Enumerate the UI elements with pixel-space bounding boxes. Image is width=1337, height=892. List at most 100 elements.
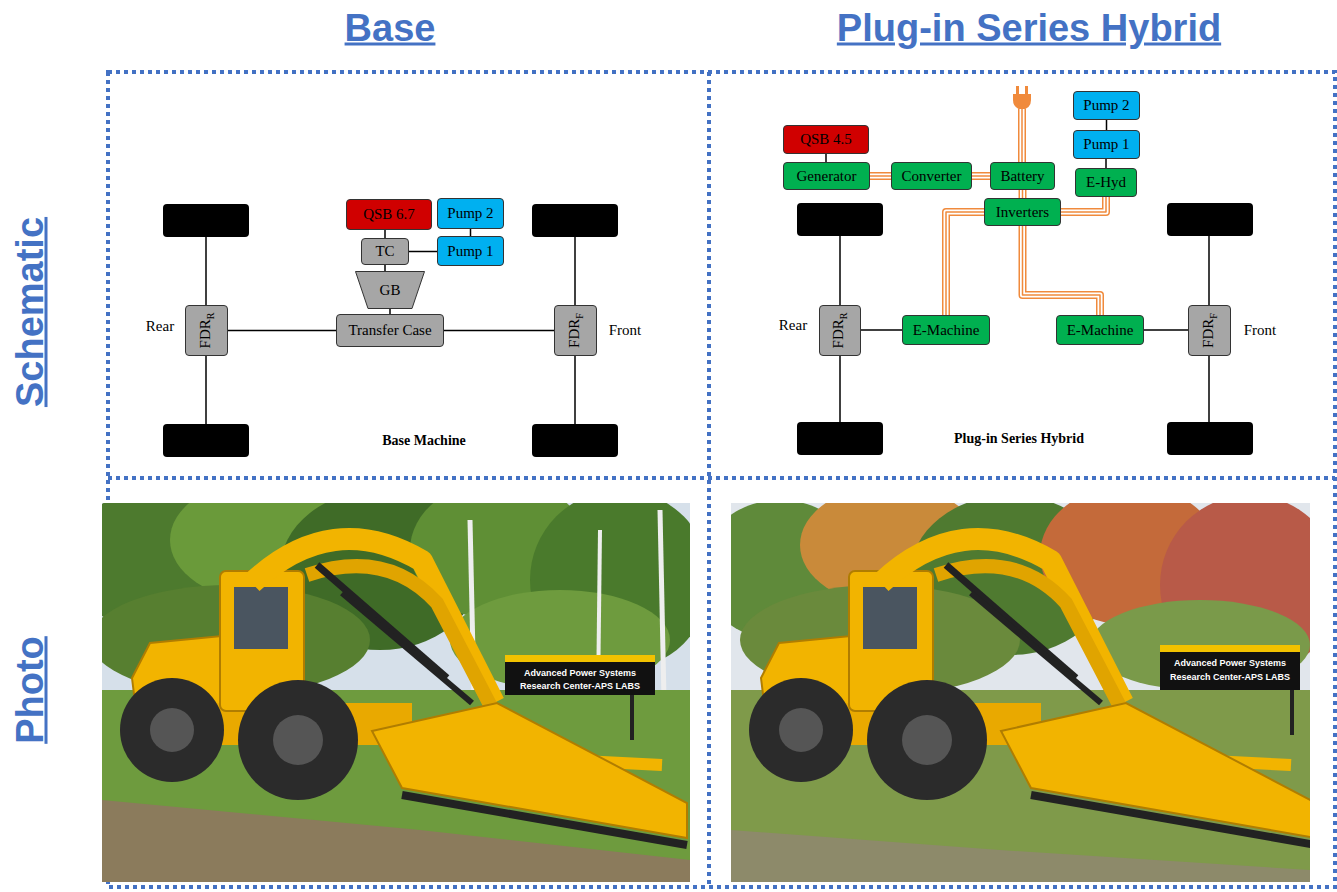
connector-stroke xyxy=(1023,226,1101,315)
row-header: Photo xyxy=(9,636,52,744)
photo-hybrid xyxy=(731,503,1310,882)
connector-stroke xyxy=(1022,190,1024,198)
gearbox-shape xyxy=(356,272,425,309)
box-label: QSB 4.5 xyxy=(800,131,852,148)
electric-box: Converter xyxy=(891,162,972,190)
plug-icon xyxy=(1013,86,1031,162)
connector-stroke xyxy=(870,175,891,177)
connector-stroke xyxy=(870,174,891,179)
electric-box: E-Hyd xyxy=(1075,168,1137,197)
connector-stroke xyxy=(861,329,902,331)
box-label: GB xyxy=(380,282,401,299)
engine-box: QSB 6.7 xyxy=(346,199,432,230)
electric-box: E-Machine xyxy=(1056,315,1144,345)
schematic-caption: Plug-in Series Hybrid xyxy=(954,431,1084,447)
connector-stroke xyxy=(1061,197,1106,212)
connector-stroke xyxy=(1023,226,1101,315)
final-drive-box: FDRF xyxy=(554,305,597,356)
connector-stroke xyxy=(946,212,984,315)
axle-label: Front xyxy=(609,322,642,339)
power-cable xyxy=(1023,226,1101,315)
connector-stroke xyxy=(1106,120,1108,130)
power-cable xyxy=(972,176,990,177)
connector-stroke xyxy=(1061,197,1106,212)
pump-box: Pump 2 xyxy=(437,198,504,229)
rotated-text: FDRR xyxy=(830,313,849,349)
rotated-text: FDRF xyxy=(1200,313,1219,348)
box-label: Pump 2 xyxy=(447,205,493,222)
connector-stroke xyxy=(946,212,984,315)
shaft-line xyxy=(1106,120,1107,130)
shaft-line xyxy=(385,230,386,238)
connector-stroke xyxy=(1105,159,1107,168)
column-header: Plug-in Series Hybrid xyxy=(837,7,1221,50)
connector-stroke xyxy=(1023,226,1101,315)
power-cable xyxy=(1061,197,1106,212)
shaft-line xyxy=(228,330,336,331)
drivetrain-box: TC xyxy=(361,238,409,265)
box-label: E-Machine xyxy=(913,322,980,339)
shaft-line xyxy=(385,265,386,271)
power-cable xyxy=(870,176,891,177)
connector-stroke xyxy=(1019,190,1027,198)
shaft-line xyxy=(470,229,471,236)
connector-stroke xyxy=(825,154,827,162)
engine-box: QSB 4.5 xyxy=(783,125,869,154)
connector-stroke xyxy=(384,230,386,238)
row-header: Schematic xyxy=(9,217,52,407)
box-label: Transfer Case xyxy=(348,322,431,339)
column-header: Base xyxy=(345,7,436,50)
box-label: QSB 6.7 xyxy=(363,206,415,223)
box-label: FDR xyxy=(1200,319,1216,348)
connector-stroke xyxy=(870,172,891,180)
box-label: E-Hyd xyxy=(1086,174,1126,191)
sign-text: Advanced Power Systems xyxy=(1174,658,1286,668)
connector-stroke xyxy=(1061,197,1106,212)
axle-lines xyxy=(206,236,1209,424)
box-label: FDR xyxy=(197,319,213,348)
axle-label: Rear xyxy=(146,318,174,335)
connector-stroke xyxy=(946,212,984,315)
schematic-caption: Base Machine xyxy=(382,433,466,449)
sign-text: Advanced Power Systems xyxy=(524,668,636,678)
axle-label: Front xyxy=(1244,322,1277,339)
box-label: FDR xyxy=(830,319,846,348)
final-drive-box: FDRR xyxy=(819,305,861,356)
connector-stroke xyxy=(972,175,990,177)
wheels xyxy=(163,203,1253,457)
subscript-label: F xyxy=(1208,313,1219,319)
subscript-label: R xyxy=(838,313,849,320)
shaft-line xyxy=(826,154,827,162)
connector-stroke xyxy=(1020,190,1025,198)
shaft-line xyxy=(1106,159,1107,168)
pump-box: Pump 1 xyxy=(1073,130,1140,159)
pump-box: Pump 2 xyxy=(1073,91,1140,120)
shaft-line xyxy=(861,330,902,331)
panel-grid xyxy=(108,72,1335,887)
pump-box: Pump 1 xyxy=(437,236,504,266)
power-cable xyxy=(1022,190,1023,198)
box-label: Pump 2 xyxy=(1083,97,1129,114)
connector-stroke xyxy=(228,330,336,332)
connector-stroke xyxy=(409,251,437,253)
final-drive-box: FDRR xyxy=(185,305,228,356)
box-label: Converter xyxy=(902,168,962,185)
gearbox-trapezoid: GB xyxy=(355,271,425,309)
rotated-text: FDRR xyxy=(197,313,216,349)
box-label: Inverters xyxy=(996,204,1049,221)
rotated-text: FDRF xyxy=(566,313,585,348)
sign-text: Research Center-APS LABS xyxy=(1170,672,1290,682)
box-label: E-Machine xyxy=(1067,322,1134,339)
connector-stroke xyxy=(972,172,990,180)
shaft-line xyxy=(444,330,554,331)
box-label: TC xyxy=(375,243,394,260)
subscript-label: R xyxy=(205,313,216,320)
sign-text: Research Center-APS LABS xyxy=(520,681,640,691)
box-label: Generator xyxy=(797,168,857,185)
axle-label: Rear xyxy=(779,317,807,334)
electric-box: Generator xyxy=(783,162,870,190)
connector-stroke xyxy=(1144,329,1188,331)
electric-box: E-Machine xyxy=(902,315,990,345)
